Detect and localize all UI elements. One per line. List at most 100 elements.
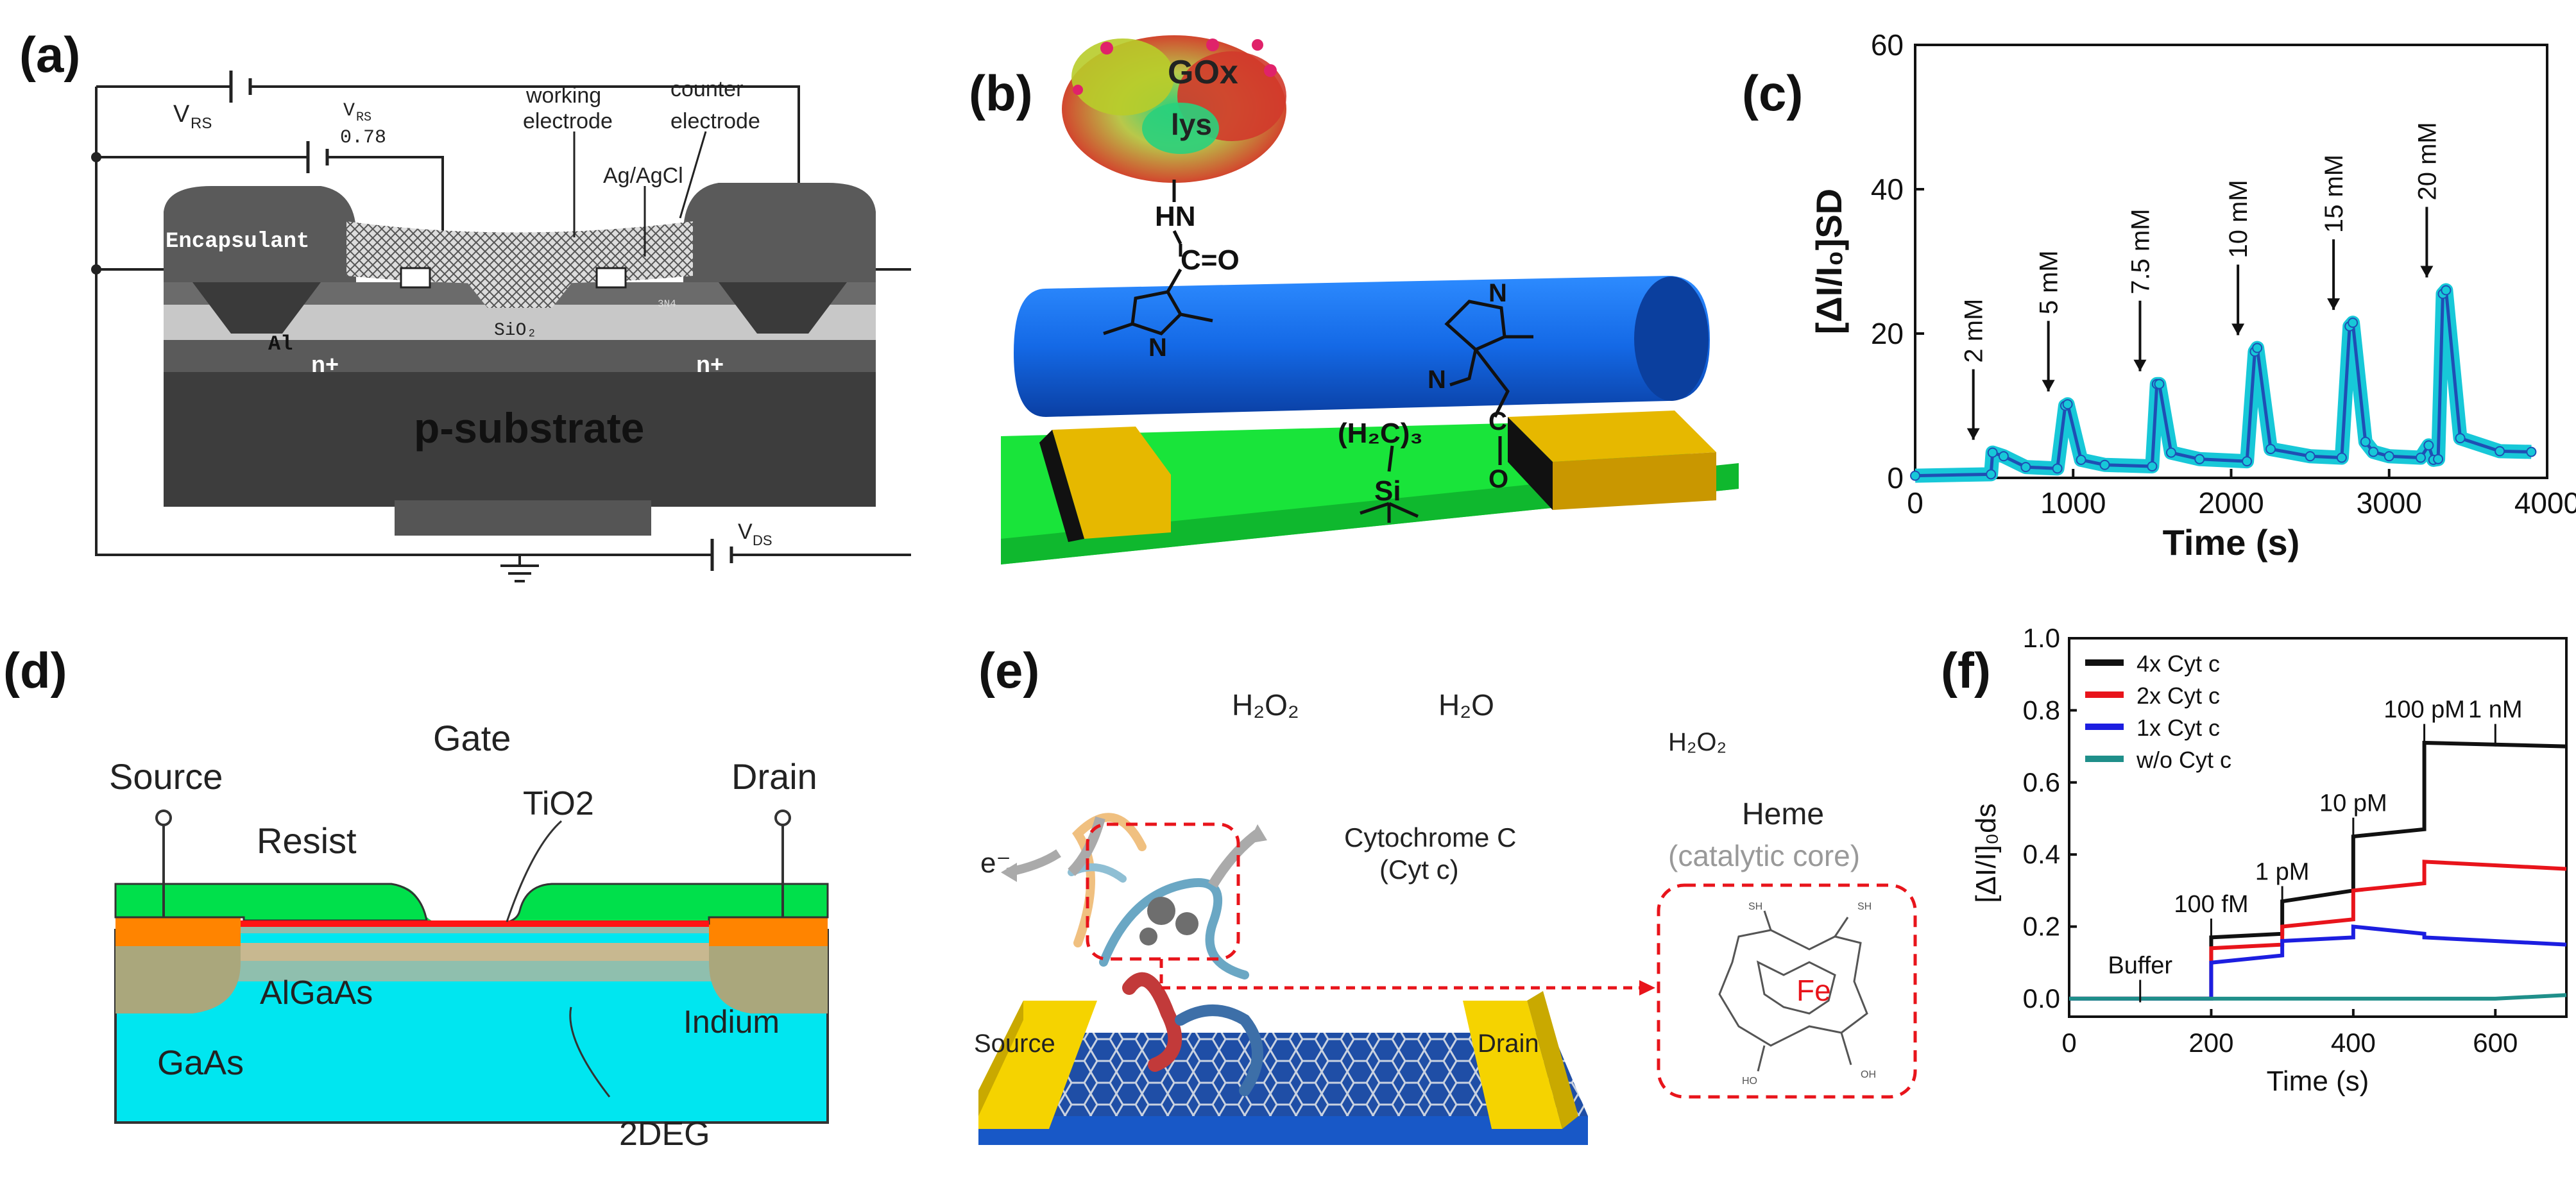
chart-c-ylabel: [ΔI/I₀]SD [1809, 189, 1849, 334]
chart-c-xtick-label-3: 3000 [2357, 486, 2422, 520]
2deg-label: 2DEG [619, 1115, 710, 1153]
chart-f-ytick-label-4: 0.8 [2023, 695, 2060, 725]
chart-c-point-0 [1910, 470, 1920, 481]
mosfet-sensor-diagram: V RS V RS 0.78 working electrode counter… [91, 71, 911, 582]
chart-c-point-29 [2433, 454, 2444, 464]
chart-c-annotation-head-4 [2327, 298, 2341, 310]
core-label: (catalytic core) [1668, 839, 1860, 872]
counter-electrode-label: electrode [670, 109, 760, 133]
chart-c-point-23 [2360, 436, 2371, 447]
substrate-label: p-substrate [414, 404, 644, 452]
chart-f-series-3 [2069, 993, 2567, 1001]
vrs-top-sub: RS [191, 115, 212, 132]
algaas-label: AlGaAs [260, 974, 373, 1012]
chart-c-point-34 [2526, 446, 2537, 457]
chart-c-ytick-label-1: 20 [1871, 317, 1904, 350]
heme-label: Heme [1742, 797, 1824, 831]
chart-c-point-20 [2336, 452, 2347, 463]
panel-a-label: (a) [19, 26, 81, 83]
chart-f-ytick-label-5: 1.0 [2023, 623, 2060, 653]
chart-c-annotation-2: 7.5 mM [2126, 208, 2154, 294]
sh2-label: SH [1857, 901, 1872, 912]
sh1-label: SH [1748, 901, 1762, 912]
working-label: working [525, 83, 601, 108]
chart-c-xtick-label-1: 1000 [2040, 486, 2106, 520]
chart-c-point-24 [2368, 446, 2379, 457]
chart-c-point-13 [2165, 447, 2176, 458]
chart-f-frame [2068, 637, 2568, 1018]
chart-c-point-7 [2062, 399, 2073, 410]
graphene-fet-diagram: H₂O₂ H₂O₂ H₂O e⁻ Cytochrome C (Cyt c) He… [974, 688, 1917, 1145]
working-electrode-label: electrode [523, 109, 613, 133]
chart-f-annotation-1: 100 fM [2174, 891, 2248, 918]
chart-f-legend-label-3: w/o Cyt c [2136, 747, 2231, 773]
chart-f-xtick-label-3: 600 [2473, 1028, 2518, 1058]
tio2-label: TiO2 [523, 785, 594, 822]
chart-c-point-31 [2441, 285, 2452, 296]
chart-c-point-32 [2455, 433, 2466, 444]
chart-f-ytick-label-1: 0.2 [2023, 911, 2060, 942]
h2c3-label: (H₂C)₃ [1338, 418, 1423, 449]
co-label: C=O [1181, 244, 1240, 276]
nplus-left-label: n+ [311, 351, 339, 377]
chart-f-annotation-0: Buffer [2108, 953, 2172, 979]
chart-f-annotation-3: 10 pM [2319, 790, 2387, 817]
panel-b-label: (b) [969, 65, 1033, 121]
chart-f-ytick-label-2: 0.4 [2023, 839, 2060, 869]
vds-label: V [738, 520, 753, 544]
chart-c-annotation-0: 2 mM [1960, 299, 1988, 363]
gate-label: Gate [433, 718, 511, 758]
chart-f-annotation-5: 1 nM [2468, 697, 2522, 724]
source-label: Source [109, 756, 223, 797]
fe-label: Fe [1796, 974, 1831, 1007]
chart-c-ytick-label-0: 0 [1887, 461, 1904, 495]
si-label: Si [1374, 475, 1401, 507]
sio2-label: SiO₂ [494, 321, 537, 341]
chart-f-annotation-2: 1 pM [2255, 858, 2309, 885]
chart-f-xtick-label-0: 0 [2061, 1028, 2076, 1058]
drain-electrode-label: Drain [1478, 1030, 1539, 1058]
chart-f-xlabel: Time (s) [2267, 1065, 2369, 1097]
chart-c-point-19 [2305, 451, 2316, 462]
oh-label: OH [1861, 1069, 1876, 1080]
cytc-label: (Cyt c) [1379, 854, 1459, 885]
nh-label: N [1428, 366, 1446, 394]
chart-c-point-18 [2265, 444, 2276, 454]
chart-c-ytick-label-2: 40 [1871, 173, 1904, 206]
panel-d: (d) Gate Source Drain Resist TiO2 AlGaAs… [0, 603, 911, 1204]
o-label: O [1488, 465, 1508, 493]
vrs-value: 0.78 [340, 127, 386, 149]
chart-c-annotation-3: 10 mM [2224, 180, 2253, 258]
chart-c-point-8 [2076, 454, 2086, 465]
source-electrode-label: Source [974, 1030, 1055, 1058]
panel-a: (a) [0, 0, 911, 603]
vrs-mid-sub: RS [356, 110, 371, 125]
counter-label: counter [670, 77, 743, 101]
panel-c-label: (c) [1742, 65, 1804, 121]
sin-label: 3N4 [658, 298, 676, 310]
chart-c-point-25 [2384, 451, 2394, 462]
chart-c-point-9 [2099, 459, 2110, 470]
chart-c-point-2 [1987, 447, 1998, 458]
chart-c-point-33 [2495, 446, 2505, 457]
chart-c-point-1 [1986, 469, 1997, 480]
chart-c-point-15 [2242, 456, 2253, 467]
chart-c-ytick-label-3: 60 [1871, 28, 1904, 62]
panel-e-label: (e) [978, 642, 1040, 699]
n1-label: N [1148, 334, 1167, 362]
chart-c-annotation-4: 15 mM [2320, 155, 2348, 233]
chart-f-legend-label-2: 1x Cyt c [2137, 715, 2220, 741]
chart-f-ytick-label-0: 0.0 [2023, 983, 2060, 1013]
chart-c-point-27 [2423, 440, 2434, 451]
chart-f-legend-label-0: 4x Cyt c [2137, 650, 2220, 677]
chart-f-legend-label-1: 2x Cyt c [2137, 683, 2220, 709]
chart-c-xtick-label-2: 2000 [2198, 486, 2264, 520]
hemt-sensor-diagram: Gate Source Drain Resist TiO2 AlGaAs Ind… [109, 718, 829, 1153]
resist-label: Resist [257, 820, 357, 861]
chart-f-xtick-label-1: 200 [2188, 1028, 2233, 1058]
hn-label: HN [1155, 201, 1196, 232]
